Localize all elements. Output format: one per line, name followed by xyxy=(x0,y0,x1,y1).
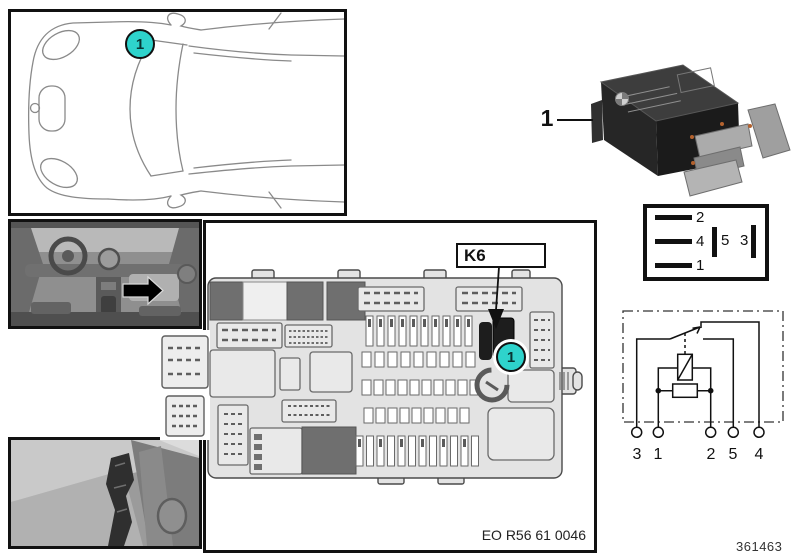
marker-1-car-label: 1 xyxy=(135,35,145,53)
module-block xyxy=(309,351,353,393)
terminal-label-5: 5 xyxy=(728,446,738,463)
connector-block xyxy=(216,322,283,349)
marker-1-car: 1 xyxy=(125,29,155,59)
headlight-left xyxy=(42,29,80,61)
cowl-arc xyxy=(129,39,152,177)
dark-module-block xyxy=(301,426,357,475)
wire-terminal-1 xyxy=(657,367,678,428)
headlight-right xyxy=(40,157,78,189)
fuse-row-mid-b xyxy=(361,379,480,396)
pin-label-1: 1 xyxy=(696,257,705,274)
dashboard-photo-drawing xyxy=(11,222,199,326)
terminal-circle-3 xyxy=(630,426,643,439)
grille xyxy=(38,85,66,132)
pin-label-3: 3 xyxy=(740,232,749,249)
relay-side-tab xyxy=(591,100,603,143)
terminal-circle-1 xyxy=(652,426,665,439)
sill-photo-panel xyxy=(8,437,202,549)
component-label-box: K6 xyxy=(456,243,546,268)
terminal-circle-2 xyxy=(704,426,717,439)
location-arrow-icon xyxy=(122,275,164,306)
windshield-front-arc xyxy=(175,43,184,172)
pin-bar-5 xyxy=(712,227,717,257)
connector-grid-block xyxy=(284,324,333,348)
marker-1-fusebox-label: 1 xyxy=(506,348,516,366)
relay-pointer-line xyxy=(557,119,593,121)
car-top-view-drawing xyxy=(27,12,344,209)
pin-label-4: 4 xyxy=(696,233,705,250)
fusebox-drawing xyxy=(160,266,583,485)
pin-bar-3 xyxy=(751,225,756,258)
fuse-row-mid-c xyxy=(363,407,470,424)
terminal-label-4: 4 xyxy=(754,446,764,463)
dashboard-photo-panel xyxy=(8,219,202,329)
marker-1-fusebox: 1 xyxy=(496,342,526,372)
k6-pointer-arrow-icon xyxy=(488,266,504,329)
circuit-schematic-drawing xyxy=(622,310,784,439)
relay-photo xyxy=(591,64,791,197)
fuse-row-bottom xyxy=(355,435,479,467)
windshield-area xyxy=(19,228,191,252)
relay-pointer-label: 1 xyxy=(540,105,554,131)
relay-block xyxy=(286,281,324,321)
module-block xyxy=(507,369,555,403)
terminal-circle-5 xyxy=(727,426,740,439)
circuit-schematic: 3 1 2 5 4 xyxy=(615,306,800,466)
pin-bar-4 xyxy=(655,239,692,244)
sill-photo-drawing xyxy=(11,440,199,546)
reference-number: 361463 xyxy=(736,539,783,554)
terminal-label-2: 2 xyxy=(706,446,716,463)
module-block xyxy=(209,349,276,398)
pin-layout-box: 2 4 1 5 3 xyxy=(643,204,769,281)
pin-bar-1 xyxy=(655,263,692,268)
component-label: K6 xyxy=(464,246,486,265)
door-speaker xyxy=(177,264,197,284)
center-speedo xyxy=(97,247,121,271)
car-top-view-panel: 1 xyxy=(8,9,347,216)
wire-terminal-4 xyxy=(700,321,760,428)
coil-symbol xyxy=(676,353,694,381)
a-pillar-left xyxy=(11,228,43,326)
fuse-row-mid-a xyxy=(361,351,476,368)
relay-block xyxy=(209,281,244,321)
connector-block xyxy=(455,286,523,312)
left-connector-b xyxy=(165,395,205,437)
left-connector-a xyxy=(161,335,209,389)
resistor-symbol xyxy=(671,383,699,399)
car-nose-outline xyxy=(27,21,112,200)
wire-terminal-2 xyxy=(692,367,712,428)
relay-boundary xyxy=(622,310,784,423)
terminal-label-1: 1 xyxy=(653,446,663,463)
pin-bar-2 xyxy=(655,214,692,220)
drawing-code: EO R56 61 0046 xyxy=(481,527,586,543)
car-mirror-top xyxy=(167,12,202,31)
steering-wheel xyxy=(48,236,88,276)
trim-circle xyxy=(156,497,188,535)
pin-label-2: 2 xyxy=(696,208,705,226)
pin-label-5: 5 xyxy=(721,232,730,249)
wire-terminal-3 xyxy=(635,338,670,428)
relay-pins xyxy=(683,103,791,197)
round-retainer xyxy=(474,367,510,403)
terminal-circle-4 xyxy=(753,426,765,439)
connector-block xyxy=(357,286,425,312)
wire-terminal-5 xyxy=(703,338,735,428)
module-block xyxy=(487,407,555,461)
terminal-label-3: 3 xyxy=(632,446,642,463)
wiring-harness xyxy=(106,453,134,546)
connector-block xyxy=(281,399,337,423)
fuse-row-top xyxy=(365,315,473,347)
car-mirror-bottom xyxy=(167,190,202,209)
